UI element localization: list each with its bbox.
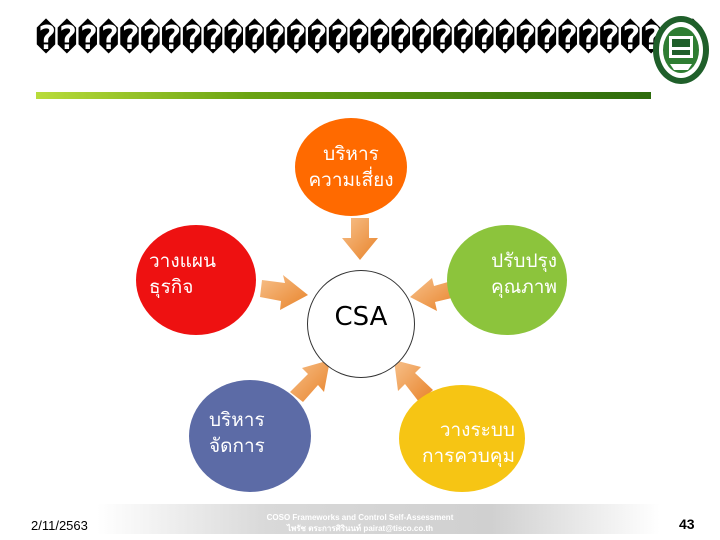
footer-text: COSO Frameworks and Control Self-Assessm… [200,512,520,534]
node-risk-management: บริหาร ความเสี่ยง [295,118,407,216]
node-csa-center: CSA [307,270,415,378]
node-quality-improvement: ปรับปรุง คุณภาพ [447,225,567,335]
footer-line1: COSO Frameworks and Control Self-Assessm… [266,513,454,522]
node-bl-line1: บริหาร [209,409,265,431]
node-right-line2: คุณภาพ [490,276,557,298]
center-label: CSA [334,302,388,332]
node-management: บริหาร จัดการ [189,380,311,492]
node-top-line2: ความเสี่ยง [308,169,394,191]
arrow-right-icon [410,278,456,311]
node-bl-line2: จัดการ [209,435,265,457]
footer-date: 2/11/2563 [31,518,88,533]
arrow-bottom-left-icon [290,360,330,402]
arrow-left-icon [260,275,308,310]
arrow-bottom-right-icon [394,360,433,402]
footer-line2: ไพรัช ตระการศิรินนท์ pairat@tisco.co.th [286,524,434,533]
node-business-planning: วางแผน ธุรกิจ [136,225,256,335]
node-right-line1: ปรับปรุง [491,250,557,272]
node-left-line2: ธุรกิจ [149,276,194,298]
slide-title: �������������������������������� [36,18,704,57]
arrow-top-icon [342,218,378,260]
node-left-line1: วางแผน [149,250,216,272]
page-number: 43 [679,516,695,532]
footer-bar [97,504,660,534]
title-underline [36,92,651,99]
node-control-system: วางระบบ การควบคุม [399,385,525,492]
node-top-line1: บริหาร [323,143,379,165]
university-seal-logo [653,16,709,84]
node-br-line1: วางระบบ [439,419,515,441]
node-br-line2: การควบคุม [421,445,515,467]
